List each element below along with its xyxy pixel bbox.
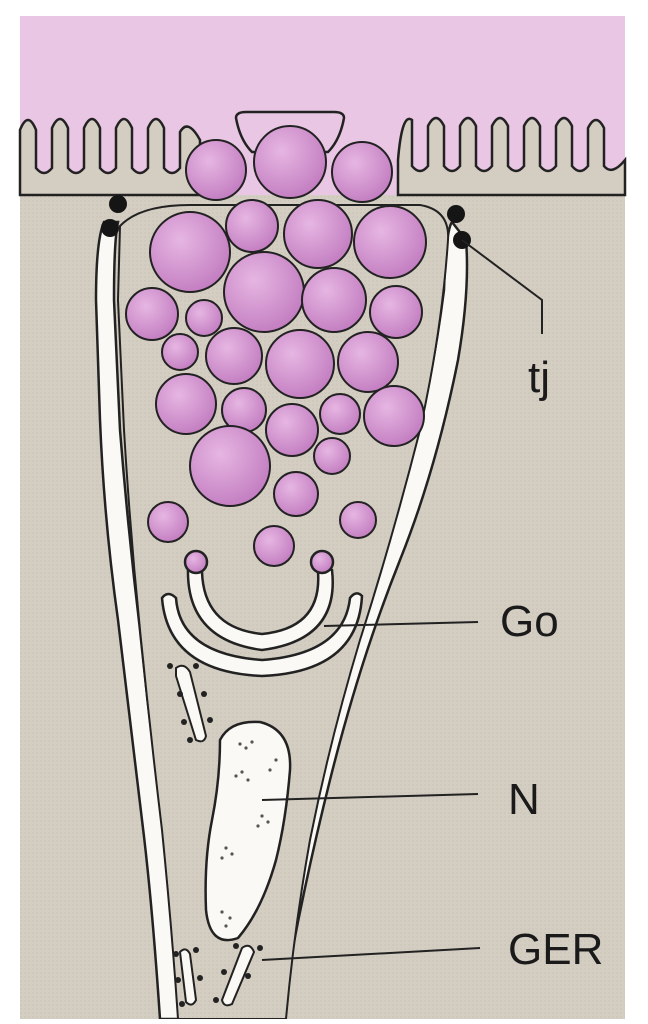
label-ger: GER (508, 928, 603, 972)
label-golgi: Go (500, 600, 559, 644)
label-nucleus: N (508, 778, 540, 822)
label-tight-junction: tj (528, 356, 550, 400)
